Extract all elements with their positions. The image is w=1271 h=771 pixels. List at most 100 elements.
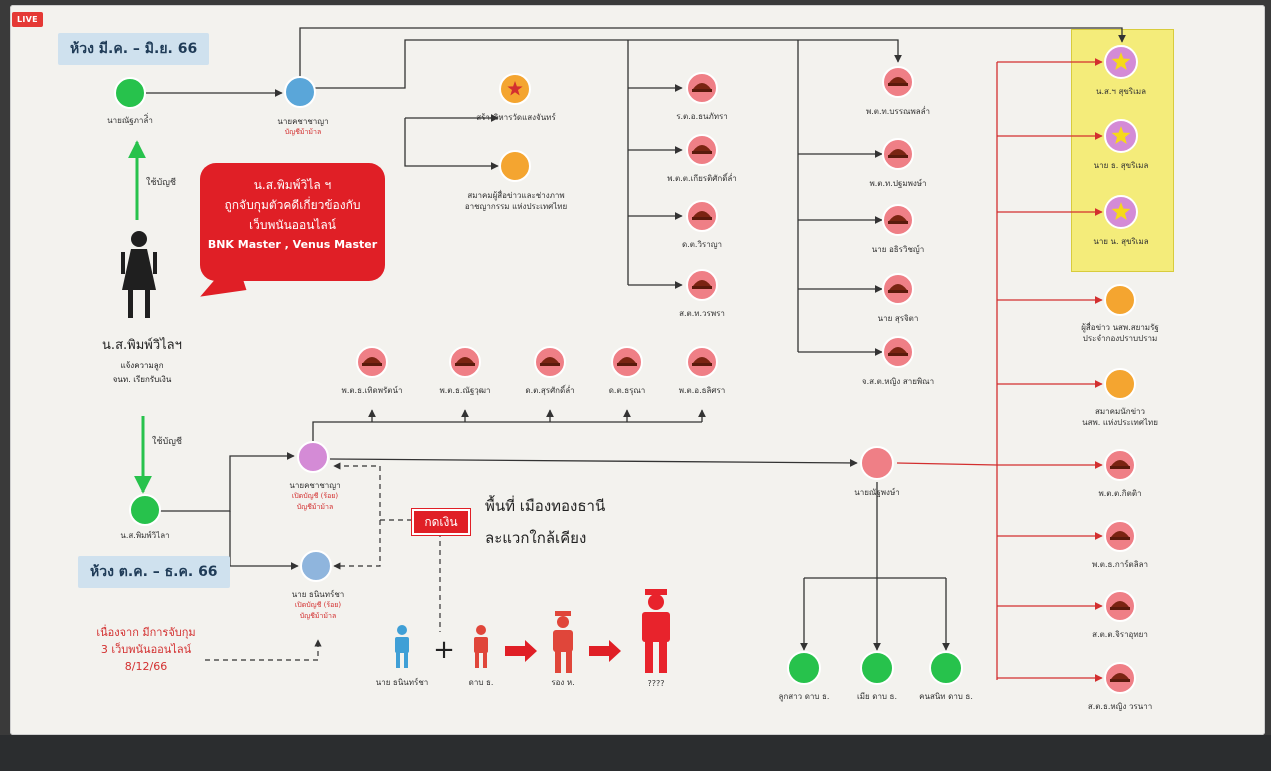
label-officer-col1-4: ส.ต.ท.วรพรา (679, 308, 725, 319)
node-officer-row-3 (534, 346, 566, 378)
label-bottom-green-1: ลูกสาว ดาบ ธ. (779, 691, 830, 702)
label-officer-row-4-line-1: ด.ต.ธรุณา (608, 386, 646, 395)
screen-bottom-bezel (0, 735, 1271, 771)
label-right-orange-2: สมาคมนักข่าวนสพ. แห่งประเทศไทย (1082, 406, 1158, 428)
star-orange-inner (507, 81, 523, 96)
label-officer-right-2: พ.ต.ธ.การ์ตลิลา (1092, 559, 1148, 570)
label-center-pink: นายณัฐพงษ์า (854, 487, 899, 498)
label-officer-col1-3-line-1: ด.ต.วิราญา (681, 240, 723, 249)
label-officer-row-4: ด.ต.ธรุณา (609, 385, 646, 396)
label-bottom-left-green-line-1: น.ส.พิมพ์วิไลา (120, 531, 170, 540)
speech-line-2: ถูกจับกุมตัวคดีเกี่ยวข้องกับ (224, 198, 361, 212)
speech-line-4: BNK Master , Venus Master (207, 238, 378, 251)
period-top-label: ห้วง มี.ค. – มิ.ย. 66 (58, 33, 210, 65)
label-officer-col2-3-line-1: นาย อธิรวิชญ์า (871, 245, 925, 254)
node-officer-row-1 (356, 346, 388, 378)
label-officer-right-4-line-1: ส.ต.ธ.หญิง วรนาา (1087, 702, 1153, 711)
arrest-note: เนื่องจาก มีการจับกุม 3 เว็บพนันออนไลน์ … (96, 624, 195, 675)
label-star-orange-line-1: สร้างวิหารวัดแสงจันทร์ (476, 113, 556, 122)
node-bottom-left-green (129, 494, 161, 526)
label-lightblue: นาย ธนินทร์ชาเปิดบัญชี (ร้อย) บัญชีม้าม้า… (292, 589, 345, 622)
node-yellow-star-1 (1104, 45, 1138, 79)
label-officer-col2-4-line-1: นาย สุรจิตา (877, 314, 919, 323)
label-officer-col1-1-line-1: ร.ต.อ.ธนภัทรา (676, 112, 728, 121)
label-officer-col2-4: นาย สุรจิตา (878, 313, 919, 324)
label-officer-row-2: พ.ต.ธ.ณัฐวุฒา (439, 385, 490, 396)
label-assoc-orange: สมาคมผู้สื่อข่าวและช่างภาพอาชญากรรม แห่ง… (465, 190, 567, 212)
node-officer-col1-1 (686, 72, 718, 104)
flow-arrows (505, 640, 621, 662)
node-officer-right-3 (1104, 590, 1136, 622)
label-officer-col2-5: จ.ส.ต.หญิง สายพิณา (862, 376, 934, 387)
node-officer-col2-1 (882, 66, 914, 98)
node-officer-col2-5 (882, 336, 914, 368)
label-officer-row-5-line-1: พ.ต.อ.ธลิศรา (678, 386, 726, 395)
node-right-orange-2 (1104, 368, 1136, 400)
label-yellow-star-2: นาย ธ. สุขริเมล (1094, 160, 1149, 171)
label-bottom-green-2: เมีย ดาบ ธ. (857, 691, 897, 702)
node-officer-col1-2 (686, 134, 718, 166)
label-lightblue-line-1: นาย ธนินทร์ชา (291, 590, 345, 599)
label-assoc-orange-line-2: อาชญากรรม แห่งประเทศไทย (464, 202, 568, 211)
node-officer-right-4 (1104, 662, 1136, 694)
live-badge: LIVE (12, 12, 43, 27)
note-line-2: 3 เว็บพนันออนไลน์ (100, 643, 192, 656)
label-officer-col1-3: ด.ต.วิราญา (682, 239, 722, 250)
label-right-orange-1-line-2: ประจำกองปราบปราม (1082, 334, 1158, 343)
label-pink: นายคชาชาญาเปิดบัญชี (ร้อย)บัญชีม้าม้าล (289, 480, 340, 513)
label-center-pink-line-1: นายณัฐพงษ์า (854, 488, 900, 497)
label-officer-col2-2: พ.ต.ท.ปฐมพงษ์า (869, 178, 926, 189)
officer-icon-large (642, 589, 670, 673)
connectors-dark (146, 27, 1126, 651)
label-assoc-orange-line-1: สมาคมผู้สื่อข่าวและช่างภาพ (467, 191, 565, 200)
label-officer-right-1-line-1: พ.ต.ต.กิตติา (1098, 489, 1142, 498)
label-officer-col1-4-line-1: ส.ต.ท.วรพรา (679, 309, 725, 318)
label-bottom-green-1-line-1: ลูกสาว ดาบ ธ. (778, 692, 830, 701)
node-right-orange-1 (1104, 284, 1136, 316)
label-yellow-star-3: นาย น. สุขริเมล (1093, 236, 1148, 247)
note-line-1: เนื่องจาก มีการจับกุม (96, 626, 196, 639)
officer-icon-medium (553, 611, 573, 673)
label-yellow-star-3-line-1: นาย น. สุขริเมล (1093, 237, 1149, 246)
node-pink (297, 441, 329, 473)
node-officer-col2-4 (882, 273, 914, 305)
central-person-desc2: จนท. เรียกรับเงิน (112, 375, 172, 384)
label-top-blue-sub-1: บัญชีม้าม้าล (284, 128, 322, 136)
label-pink-sub-2: บัญชีม้าม้าล (296, 503, 334, 511)
label-officer-col2-1-line-1: พ.ต.ท.บรรณพลล่ำ (865, 107, 931, 116)
node-officer-row-5 (686, 346, 718, 378)
label-bottom-left-green: น.ส.พิมพ์วิไลา (120, 530, 169, 541)
label-lightblue-sub-2: บัญชีม้าม้าล (299, 612, 337, 620)
node-bottom-green-2 (860, 651, 894, 685)
node-lightblue (300, 550, 332, 582)
area-line-1: พื้นที่ เมืองทองธานี (485, 497, 606, 515)
label-officer-col1-1: ร.ต.อ.ธนภัทรา (676, 111, 728, 122)
connectors-red (896, 58, 1103, 682)
node-top-blue (284, 76, 316, 108)
node-center-pink (860, 446, 894, 480)
label-officer-right-4: ส.ต.ธ.หญิง วรนาา (1088, 701, 1152, 712)
label-flow-person3: รอง ห. (551, 677, 574, 688)
connectors-dashed (205, 462, 441, 661)
person-red-icon-1 (474, 625, 488, 668)
label-star-orange: สร้างวิหารวัดแสงจันทร์ (476, 112, 556, 123)
label-right-orange-1-line-1: ผู้สื่อข่าว นสพ.สยามรัฐ (1081, 323, 1159, 332)
label-officer-row-3-line-1: ด.ต.สุรศักดิ์ล่ำ (525, 386, 575, 395)
label-officer-col2-5-line-1: จ.ส.ต.หญิง สายพิณา (861, 377, 935, 386)
node-top-left-green (114, 77, 146, 109)
node-bottom-green-1 (787, 651, 821, 685)
label-top-blue: นายคชาชาญาบัญชีม้าม้าล (277, 116, 328, 138)
node-yellow-star-2 (1104, 119, 1138, 153)
label-yellow-star-2-line-1: นาย ธ. สุขริเมล (1093, 161, 1149, 170)
label-pink-sub-1: เปิดบัญชี (ร้อย) (291, 492, 339, 500)
label-officer-col1-2: พ.ต.ต.เกียรติศักดิ์ล่ำ (667, 173, 737, 184)
label-top-left-green-line-1: นายณัฐภาลิ่ำ (107, 116, 153, 125)
speech-line-1: น.ส.พิมพ์วิไล ฯ (253, 178, 332, 192)
node-officer-col1-3 (686, 200, 718, 232)
label-lightblue-sub-1: เปิดบัญชี (ร้อย) (294, 601, 342, 609)
label-right-orange-2-line-1: สมาคมนักข่าว (1094, 407, 1146, 416)
label-yellow-star-1: น.ส.ฯ สุขริเมล (1096, 86, 1146, 97)
period-bottom-label: ห้วง ต.ค. – ธ.ค. 66 (78, 556, 230, 588)
label-officer-row-1: พ.ต.ธ.เทิดพรัตน์า (342, 385, 403, 396)
label-officer-right-3: ส.ต.ต.จิราอุทยา (1092, 629, 1148, 640)
